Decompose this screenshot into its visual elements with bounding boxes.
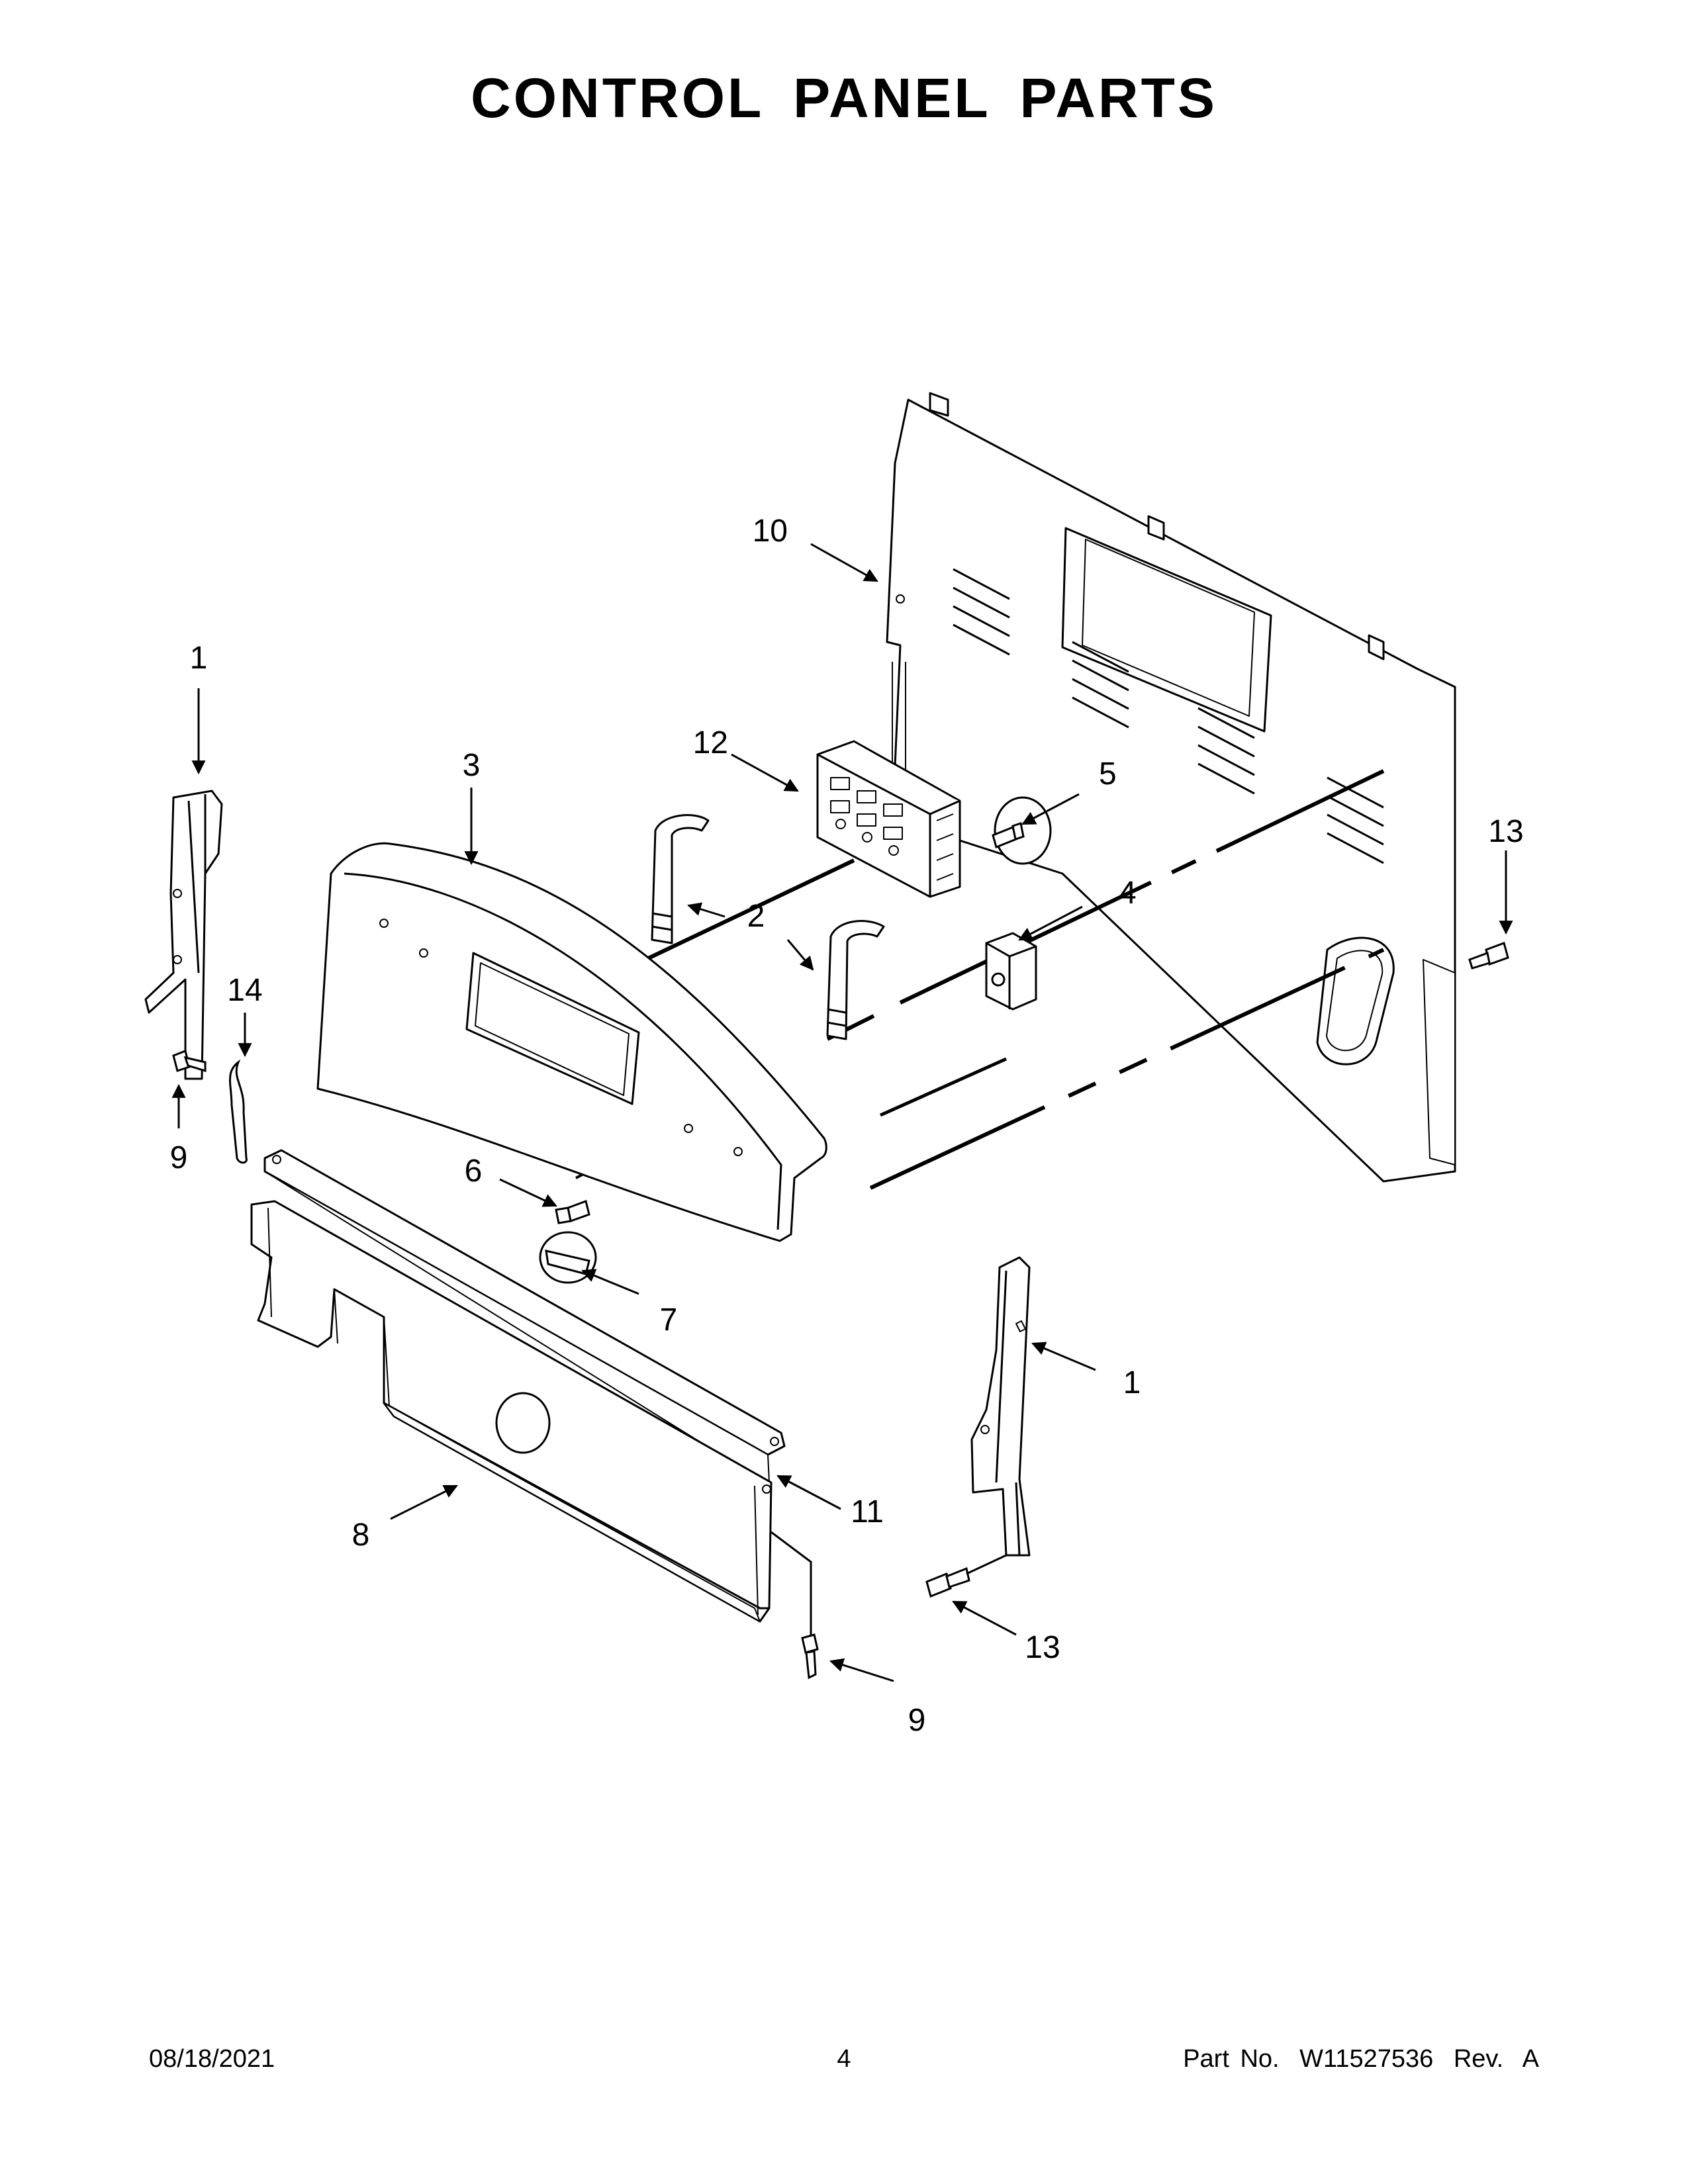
callout-6: 6 xyxy=(465,1154,483,1189)
part-8-manifold-panel xyxy=(250,1200,773,1623)
part-6-screw xyxy=(555,1200,590,1224)
part-7-knob xyxy=(539,1231,597,1284)
callout-14: 14 xyxy=(227,973,262,1008)
callout-1-left: 1 xyxy=(190,641,208,676)
callout-10: 10 xyxy=(753,514,788,549)
part-14-clip xyxy=(229,1059,248,1164)
part-1-side-bracket-left xyxy=(144,790,223,1080)
part-3-control-panel xyxy=(316,842,827,1242)
callout-5: 5 xyxy=(1099,756,1117,792)
callout-11: 11 xyxy=(851,1494,884,1529)
leader-arrows xyxy=(171,543,1513,1682)
callout-9-bottom: 9 xyxy=(908,1703,926,1738)
callout-labels: 10 12 5 3 1 2 4 13 14 9 6 7 1 11 8 13 9 xyxy=(170,514,1524,1738)
part-9-screw-left xyxy=(172,1049,207,1073)
part-10-rear-panel xyxy=(886,392,1456,1183)
page-title: CONTROL PANEL PARTS xyxy=(471,67,1217,129)
part-13-screw-right xyxy=(1468,942,1509,970)
part-number: W11527536 xyxy=(1299,2045,1434,2073)
revision: A xyxy=(1522,2045,1539,2073)
callout-9-left: 9 xyxy=(170,1140,188,1175)
part-12-control-board xyxy=(816,740,961,898)
callout-13-right: 13 xyxy=(1488,814,1523,849)
callout-13-bottom: 13 xyxy=(1025,1630,1060,1665)
part-4-infinite-switch xyxy=(985,932,1037,1011)
part-2-bracket-upper xyxy=(651,814,710,944)
footer-date: 08/18/2021 xyxy=(149,2045,275,2073)
part-9-screw-bottom xyxy=(771,1531,819,1680)
footer-page-number: 4 xyxy=(837,2045,851,2073)
callout-8: 8 xyxy=(352,1518,370,1553)
callout-3: 3 xyxy=(463,748,481,783)
footer-part-info: Part No. W11527536 Rev. A xyxy=(1183,2045,1539,2073)
revision-label: Rev. xyxy=(1453,2045,1504,2073)
part-13-screw-bottom xyxy=(925,1554,1007,1598)
part-number-label: Part No. xyxy=(1183,2045,1280,2073)
callout-1-right: 1 xyxy=(1123,1365,1141,1400)
callout-12: 12 xyxy=(693,725,728,760)
callout-4: 4 xyxy=(1119,876,1137,911)
part-1-side-bracket-right xyxy=(970,1256,1031,1557)
callout-2: 2 xyxy=(747,899,765,934)
callout-7: 7 xyxy=(660,1302,678,1338)
part-2-bracket-lower xyxy=(826,920,885,1040)
